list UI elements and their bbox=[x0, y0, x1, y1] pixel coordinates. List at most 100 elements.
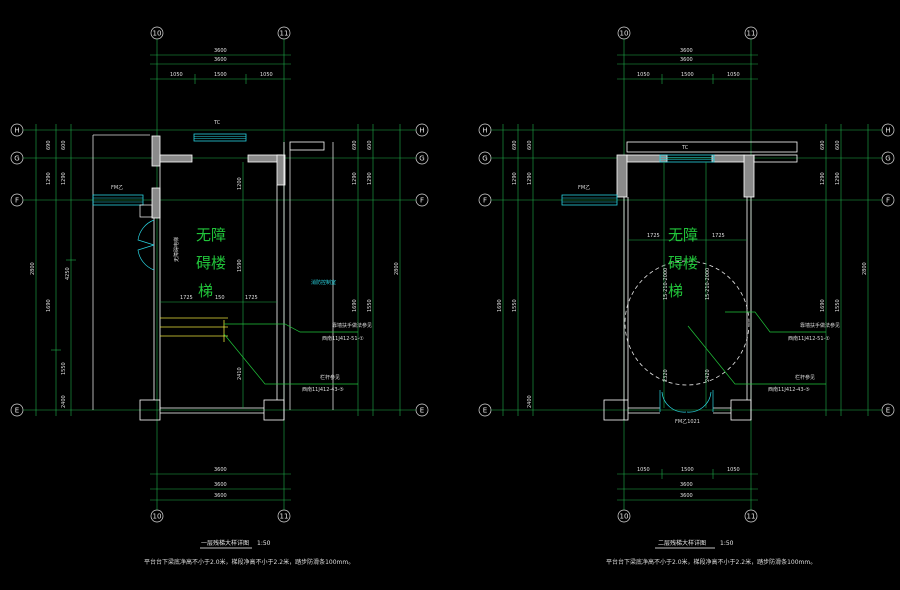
svg-text:1:50: 1:50 bbox=[257, 540, 271, 547]
svg-text:1550: 1550 bbox=[61, 362, 67, 375]
svg-text:西南11J412-43-⑤: 西南11J412-43-⑤ bbox=[768, 386, 810, 393]
svg-text:2410: 2410 bbox=[237, 367, 243, 380]
adjacent-room-left bbox=[92, 134, 150, 410]
note: 平台台下梁底净高不小于2.0米，梯段净高不小于2.2米，踏步防滑条100mm。 bbox=[144, 558, 354, 566]
svg-text:无障碍电梯: 无障碍电梯 bbox=[173, 237, 180, 262]
top-window-2: TC bbox=[659, 145, 715, 163]
svg-text:梯: 梯 bbox=[668, 282, 683, 300]
svg-text:1725: 1725 bbox=[180, 295, 193, 301]
svg-text:1690: 1690 bbox=[352, 299, 358, 312]
grid-axis-11-top: 11 bbox=[277, 26, 291, 40]
svg-text:11: 11 bbox=[280, 513, 289, 521]
wheelchair-turning-circle bbox=[624, 260, 750, 386]
svg-text:11: 11 bbox=[747, 30, 756, 38]
svg-text:3600: 3600 bbox=[680, 48, 693, 54]
svg-text:西南11J412-43-⑤: 西南11J412-43-⑤ bbox=[302, 386, 344, 393]
svg-text:1290: 1290 bbox=[512, 172, 518, 185]
grid-axis-H-left-2: H bbox=[478, 123, 492, 137]
svg-text:3600: 3600 bbox=[214, 493, 227, 499]
svg-text:H: H bbox=[419, 127, 424, 135]
svg-text:E: E bbox=[420, 407, 424, 415]
svg-text:碍楼: 碍楼 bbox=[668, 254, 698, 272]
svg-text:G: G bbox=[14, 155, 19, 163]
grid-axis-H-right-2: H bbox=[881, 123, 895, 137]
door-label: FM乙1021 bbox=[675, 418, 700, 425]
svg-text:1050: 1050 bbox=[637, 72, 650, 78]
grid-axis-E-right-2: E bbox=[881, 403, 895, 417]
grid-axis-11-top-2: 11 bbox=[744, 26, 758, 40]
svg-text:G: G bbox=[885, 155, 890, 163]
svg-text:梯: 梯 bbox=[198, 282, 213, 300]
svg-text:15-210-2000: 15-210-2000 bbox=[663, 268, 669, 300]
right-dimensions bbox=[357, 124, 401, 416]
svg-text:10: 10 bbox=[153, 513, 162, 521]
svg-text:11: 11 bbox=[280, 30, 289, 38]
svg-text:1200: 1200 bbox=[237, 177, 243, 190]
svg-text:2800: 2800 bbox=[394, 262, 400, 275]
top-dimensions-2 bbox=[617, 54, 758, 84]
svg-text:H: H bbox=[14, 127, 19, 135]
svg-text:2320: 2320 bbox=[663, 369, 669, 382]
grid-axis-G-left: G bbox=[10, 151, 24, 165]
svg-text:1550: 1550 bbox=[835, 299, 841, 312]
svg-text:1050: 1050 bbox=[637, 467, 650, 473]
svg-text:一层残梯大样详图: 一层残梯大样详图 bbox=[201, 539, 249, 547]
left-dimensions-2 bbox=[502, 124, 534, 416]
stair-walls-2 bbox=[603, 141, 798, 421]
svg-text:1500: 1500 bbox=[681, 72, 694, 78]
svg-text:10: 10 bbox=[153, 30, 162, 38]
svg-text:栏杆参见: 栏杆参见 bbox=[320, 374, 340, 381]
grid-axis-10-bottom-2: 10 bbox=[617, 509, 631, 523]
svg-text:F: F bbox=[483, 197, 487, 205]
svg-text:11: 11 bbox=[747, 513, 756, 521]
svg-text:1725: 1725 bbox=[245, 295, 258, 301]
svg-text:G: G bbox=[482, 155, 487, 163]
svg-text:靠墙扶手做法参见: 靠墙扶手做法参见 bbox=[332, 322, 372, 329]
svg-text:靠墙扶手做法参见: 靠墙扶手做法参见 bbox=[800, 322, 840, 329]
callout-handrail-2: 靠墙扶手做法参见 西南11J412-51-① bbox=[725, 311, 840, 342]
svg-text:1290: 1290 bbox=[61, 172, 67, 185]
grid-axis-E-left-2: E bbox=[478, 403, 492, 417]
svg-text:G: G bbox=[419, 155, 424, 163]
left-window: FM乙 bbox=[92, 184, 153, 218]
svg-text:1690: 1690 bbox=[497, 299, 503, 312]
room-label: 无障 碍楼 梯 无障碍电梯 bbox=[173, 226, 226, 300]
grid-axis-H-left: H bbox=[10, 123, 24, 137]
stair-steps bbox=[160, 317, 228, 342]
svg-text:3600: 3600 bbox=[680, 482, 693, 488]
svg-text:H: H bbox=[482, 127, 487, 135]
callout-railing: 栏杆参见 西南11J412-43-⑤ bbox=[223, 333, 358, 393]
svg-text:1725: 1725 bbox=[712, 233, 725, 239]
svg-text:3600: 3600 bbox=[214, 482, 227, 488]
svg-text:TC: TC bbox=[681, 145, 689, 151]
drawing-2: 10 11 10 11 H G F E bbox=[478, 26, 895, 566]
svg-text:1050: 1050 bbox=[727, 72, 740, 78]
svg-text:1290: 1290 bbox=[820, 172, 826, 185]
drawing-title-2: 二层残梯大样详图 1:50 bbox=[655, 539, 734, 549]
svg-text:1690: 1690 bbox=[46, 299, 52, 312]
svg-text:3600: 3600 bbox=[680, 493, 693, 499]
grid-axis-11-bottom: 11 bbox=[277, 509, 291, 523]
svg-text:E: E bbox=[886, 407, 890, 415]
svg-text:690: 690 bbox=[512, 140, 518, 150]
svg-text:无障: 无障 bbox=[668, 226, 698, 244]
room-label-2: 无障 碍楼 梯 bbox=[668, 226, 698, 300]
svg-text:600: 600 bbox=[61, 140, 67, 150]
svg-text:1725: 1725 bbox=[647, 233, 660, 239]
stair-walls bbox=[139, 135, 334, 421]
svg-text:1050: 1050 bbox=[260, 72, 273, 78]
grid-axis-H-right: H bbox=[415, 123, 429, 137]
svg-text:无障: 无障 bbox=[196, 226, 226, 244]
svg-text:1290: 1290 bbox=[527, 172, 533, 185]
svg-text:二层残梯大样详图: 二层残梯大样详图 bbox=[658, 539, 706, 547]
svg-text:2420: 2420 bbox=[705, 369, 711, 382]
shaft-label: 消防控制室 bbox=[311, 279, 336, 286]
svg-text:3600: 3600 bbox=[214, 48, 227, 54]
grid-axis-E-right: E bbox=[415, 403, 429, 417]
svg-text:3600: 3600 bbox=[214, 467, 227, 473]
svg-text:600: 600 bbox=[527, 140, 533, 150]
bottom-dimensions bbox=[150, 473, 291, 501]
left-window-2: FM乙 bbox=[561, 184, 618, 206]
svg-text:150: 150 bbox=[215, 295, 225, 301]
